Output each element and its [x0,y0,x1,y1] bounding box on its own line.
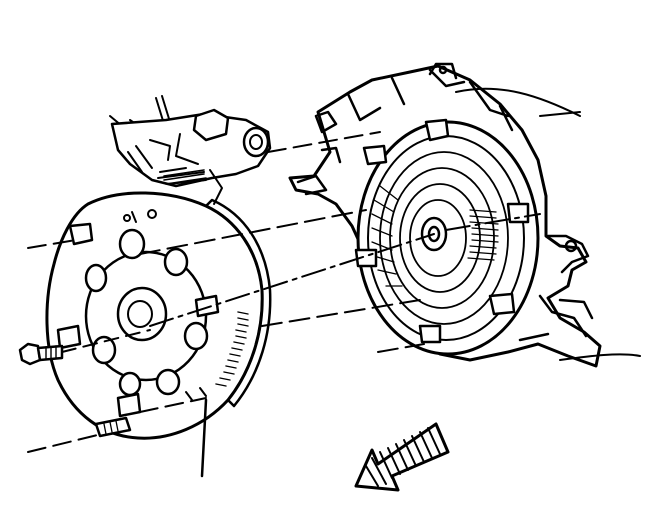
housing-lug-right [546,234,590,274]
cooler-line [455,87,581,117]
converter-ring-3 [379,151,509,325]
bolt-head [18,342,42,366]
converter-pad-bottom [418,324,442,344]
ring-gear-teeth [215,311,249,387]
flywheel-hole [91,335,117,365]
converter-hub-pilot [427,225,441,243]
converter-pad-bottom-right [488,292,516,316]
bell-housing-outline [288,64,602,368]
converter-pad-left-top [362,144,388,166]
housing-lug-left [296,110,342,196]
flywheel-hole [155,368,181,396]
harness-clips [149,133,223,205]
dashed-line-bottom-converter [377,343,425,353]
wiring-harness-bracket [109,95,272,205]
converter-ring-5 [399,183,481,293]
harness-ribbon [163,169,207,185]
flywheel-lower-tab [94,416,132,438]
torque-converter [354,118,540,356]
flywheel-bosses [123,209,157,222]
flywheel-tab-right [194,294,220,318]
flywheel-holes [84,228,209,397]
flywheel-hole [183,321,209,351]
converter-ring-6 [409,199,467,277]
flywheel-hole [163,247,189,277]
housing-lower-bracket [518,294,594,342]
dashed-line-harness [267,131,381,153]
bolt-shank [36,344,64,362]
centerline-hub-right [445,213,541,231]
dashed-line-bolt [61,329,151,353]
dashed-line-flywheel-bottom [139,397,207,413]
flywheel-lower-tab-hatch [103,420,119,435]
dashed-line-top-tab [27,239,77,249]
arrow-stripes [365,427,441,487]
flywheel-tab-top [68,222,94,246]
converter-hatching [371,185,499,287]
harness-grommet [242,126,270,158]
flywheel-hole [118,228,146,260]
leader-line [200,398,208,478]
flywheel-hub [116,286,168,342]
dashed-line-top-tab-to-converter [139,209,367,255]
converter-pad-top [424,118,450,142]
flywheel [45,191,272,440]
cooler-line-lower [559,353,641,361]
direction-arrow [354,422,450,492]
flywheel-hub-bore [127,300,153,328]
flywheel-bolt [18,342,64,366]
harness-connector [192,108,230,142]
flywheel-hole [118,371,142,397]
bolt-threads [45,345,57,360]
converter-pad-right [506,202,530,224]
flywheel-marks [131,211,207,401]
flywheel-tab-bottom [116,392,142,418]
harness-grommet-inner [249,134,263,150]
harness-leads [127,145,153,173]
ring-gear-edge [204,198,272,408]
converter-ring-4 [389,167,495,309]
flywheel-tab-left [56,324,82,350]
housing-lug-top [428,62,458,80]
alignment-lines [27,131,541,453]
centerline-hub [149,233,435,327]
housing-rib-top [346,68,514,132]
flywheel-hole [84,263,108,293]
